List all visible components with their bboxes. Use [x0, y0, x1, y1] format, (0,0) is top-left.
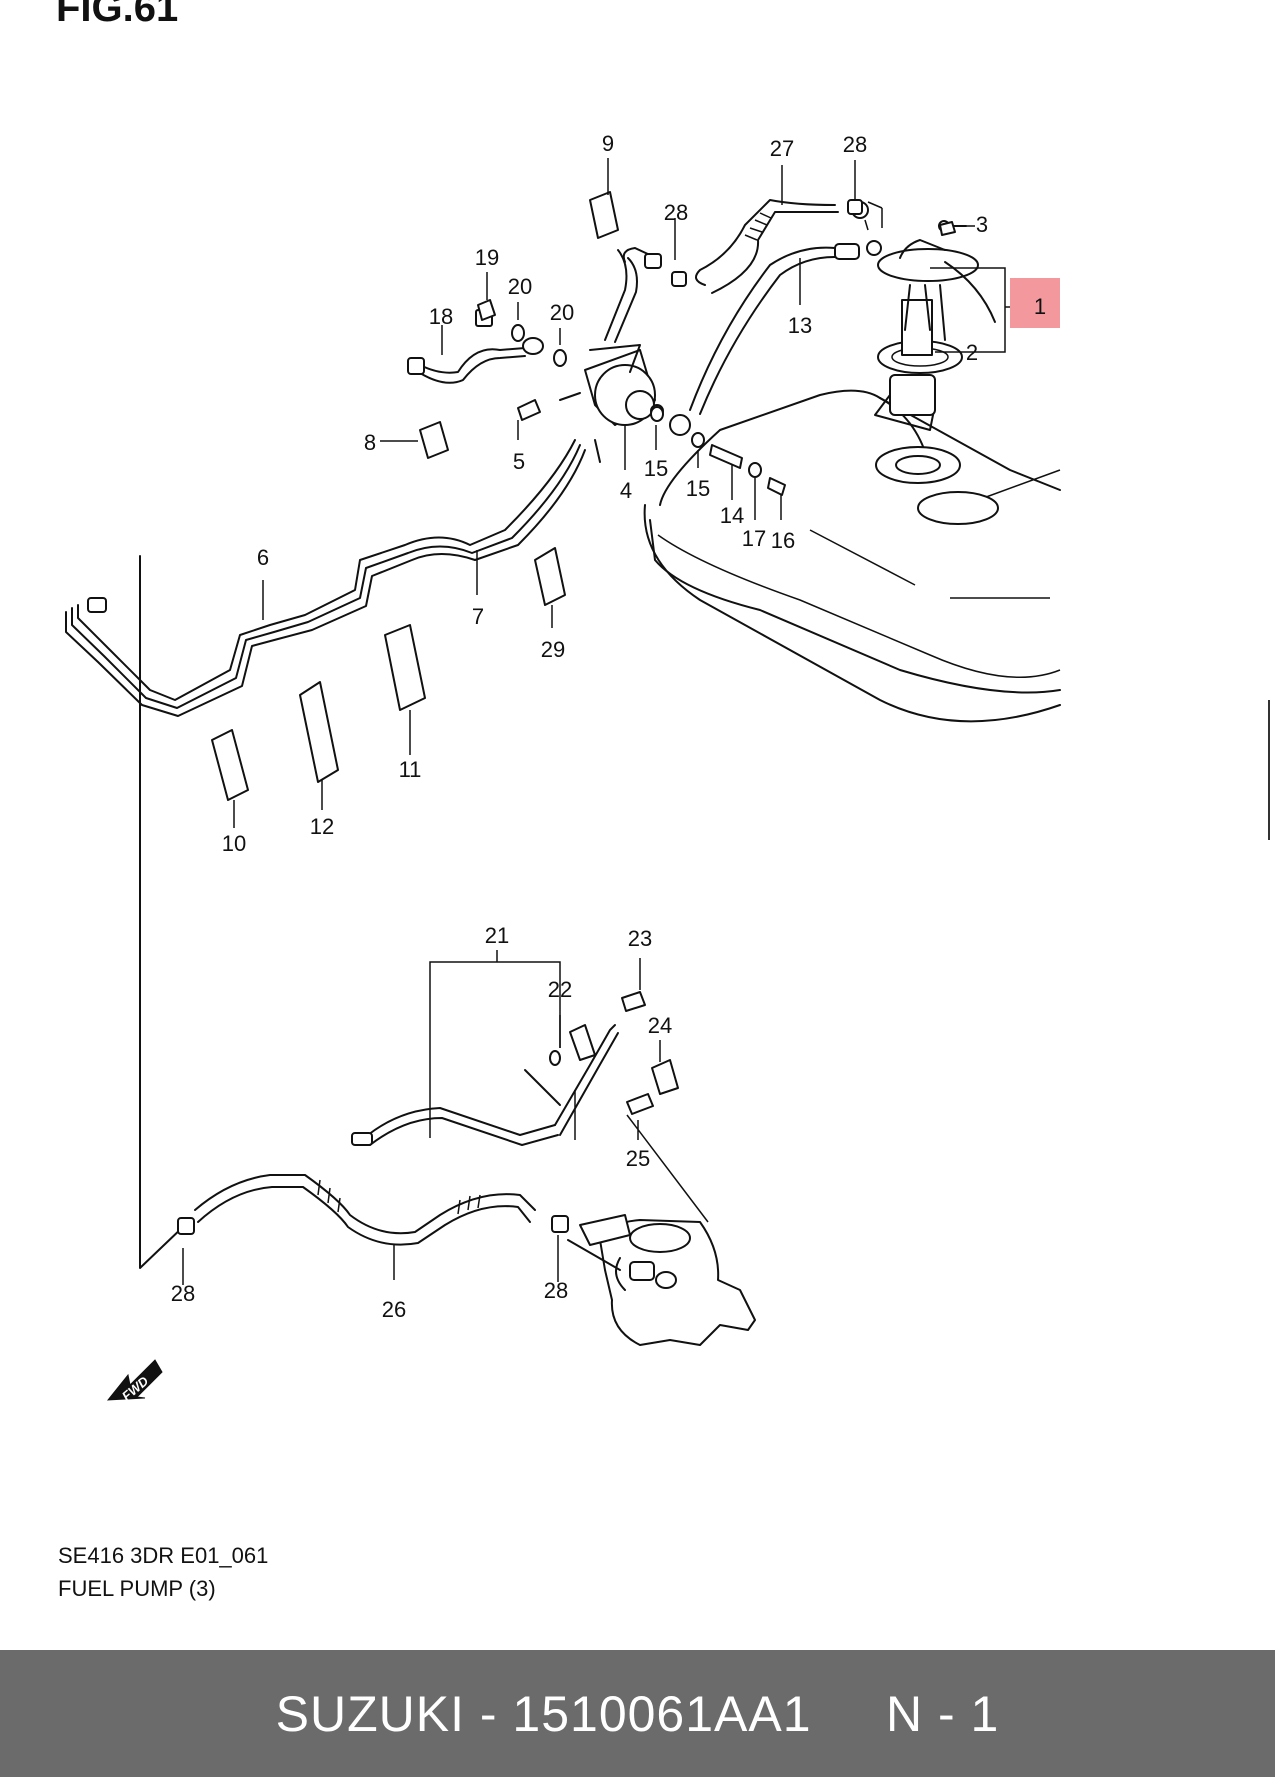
bolt-16	[767, 477, 786, 496]
callout-23: 23	[628, 926, 652, 951]
fuel-tank	[643, 389, 1061, 723]
clamp-11	[384, 624, 426, 711]
highlight-part-1	[1010, 278, 1060, 328]
washer-15a	[650, 406, 664, 422]
callout-25: 25	[626, 1146, 650, 1171]
callout-9: 9	[602, 131, 614, 156]
bolt-5	[517, 399, 541, 421]
figure-name: FUEL PUMP (3)	[58, 1576, 216, 1601]
callout-18: 18	[429, 304, 453, 329]
clamp-24	[651, 1059, 679, 1095]
callout-27: 27	[770, 136, 794, 161]
bolt-23	[621, 991, 646, 1012]
washer-17	[748, 462, 762, 478]
callout-7: 7	[472, 604, 484, 629]
callout-24: 24	[648, 1013, 672, 1038]
callout-6: 6	[257, 545, 269, 570]
footer-bar: SUZUKI - 1510061AA1 N - 1	[0, 1650, 1275, 1777]
callout-10: 10	[222, 831, 246, 856]
callout-14: 14	[720, 503, 744, 528]
callout-22: 22	[548, 977, 572, 1002]
fuel-pump-assembly	[864, 201, 996, 431]
fuel-filter-4	[559, 247, 664, 426]
callout-15a: 15	[644, 456, 668, 481]
callout-28-left: 28	[171, 1281, 195, 1306]
footer-part-number: SUZUKI - 1510061AA1 N - 1	[275, 1685, 1000, 1742]
washer-15b	[691, 432, 705, 448]
callout-21: 21	[485, 923, 509, 948]
screw-3	[939, 221, 956, 236]
callout-28-right: 28	[544, 1278, 568, 1303]
callout-29: 29	[541, 637, 565, 662]
callout-15b: 15	[686, 476, 710, 501]
throttle-body	[567, 1214, 756, 1346]
callout-labels: 1 2 3 4 5 6 7 8 9 10 11 12 13 14 15 15 1…	[171, 131, 1046, 1322]
clamp-8	[419, 421, 449, 459]
callout-28-upper: 28	[664, 200, 688, 225]
callout-5: 5	[513, 449, 525, 474]
callout-26: 26	[382, 1297, 406, 1322]
hose-21	[351, 1024, 619, 1146]
page-edge-marker	[1268, 700, 1275, 840]
fwd-arrow-icon: FWD	[106, 1359, 163, 1404]
clip-28-top	[847, 199, 863, 215]
callout-4: 4	[620, 478, 632, 503]
clamp-10	[211, 729, 249, 801]
figure-code: SE416 3DR E01_061	[58, 1543, 269, 1568]
clamp-12	[299, 681, 339, 783]
callout-28-top: 28	[843, 132, 867, 157]
clamp-29	[534, 547, 566, 606]
callout-2: 2	[966, 340, 978, 365]
figure-title: FIG.61	[56, 0, 179, 30]
seal-22	[549, 1050, 561, 1066]
lower-small-parts	[549, 991, 679, 1115]
callout-20b: 20	[550, 300, 574, 325]
callout-12: 12	[310, 814, 334, 839]
hose-26	[177, 1174, 569, 1246]
bolt-14	[709, 444, 743, 469]
fuel-pump-diagram: 1 2 3 4 5 6 7 8 9 10 11 12 13 14 15 15 1…	[65, 131, 1061, 1404]
callout-17: 17	[742, 526, 766, 551]
small-parts	[211, 191, 956, 801]
callout-13: 13	[788, 313, 812, 338]
callout-16: 16	[771, 528, 795, 553]
callout-11: 11	[399, 757, 422, 782]
bolt-25	[626, 1093, 654, 1115]
callout-20a: 20	[508, 274, 532, 299]
callout-8: 8	[364, 430, 376, 455]
callout-1: 1	[1034, 294, 1046, 319]
fuel-pipe-6-7	[65, 439, 601, 1269]
hose-13	[669, 240, 882, 436]
clamp-9	[589, 191, 619, 239]
callout-19: 19	[475, 245, 499, 270]
bolt-19	[477, 299, 496, 321]
clip-28-upper	[671, 271, 687, 287]
callout-3: 3	[976, 212, 988, 237]
